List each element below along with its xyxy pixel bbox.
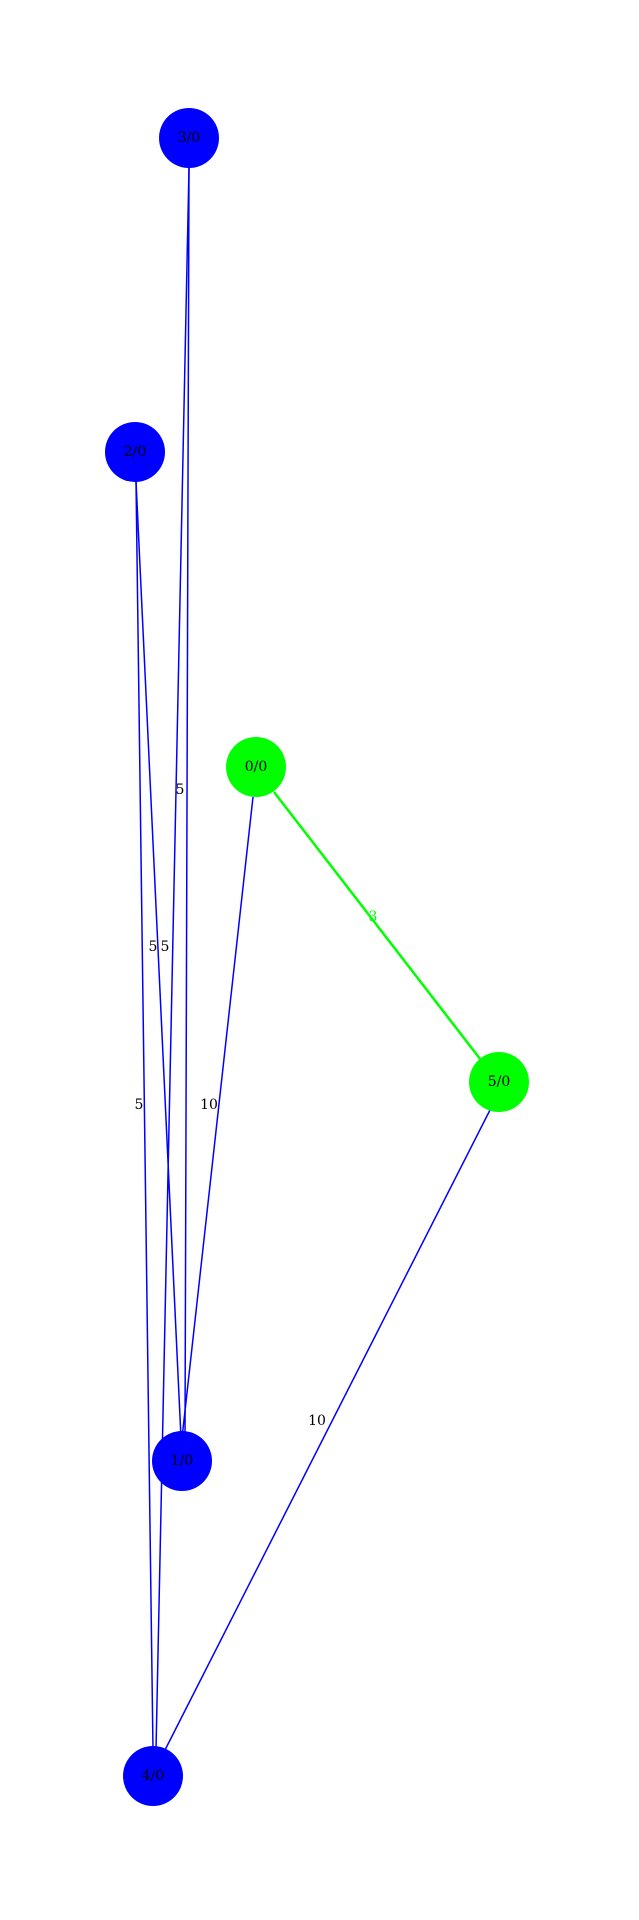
edge-3-1 xyxy=(184,167,190,1439)
node-2[interactable]: 2/0 xyxy=(105,422,165,482)
node-1[interactable]: 1/0 xyxy=(152,1431,212,1491)
edge-5-4 xyxy=(164,1109,491,1751)
nodes: 3/0 2/0 0/0 5/0 1/0 4/0 xyxy=(105,108,529,1806)
node-0-label: 0/0 xyxy=(245,759,268,775)
node-3[interactable]: 3/0 xyxy=(159,108,219,168)
node-5[interactable]: 5/0 xyxy=(469,1052,529,1112)
node-5-circle xyxy=(469,1052,529,1112)
node-4-label: 4/0 xyxy=(142,1768,165,1784)
node-0[interactable]: 0/0 xyxy=(226,737,286,797)
edge-0-1 xyxy=(181,796,254,1439)
node-2-circle xyxy=(105,422,165,482)
edge-label-3-4: 5 xyxy=(161,939,170,955)
node-1-circle xyxy=(152,1431,212,1491)
edge-label-2-4: 5 xyxy=(135,1097,144,1113)
node-0-circle xyxy=(226,737,286,797)
edge-label-5-4: 10 xyxy=(308,1413,326,1429)
edge-label-0-1: 10 xyxy=(200,1097,218,1113)
node-2-label: 2/0 xyxy=(124,444,147,460)
node-3-label: 3/0 xyxy=(178,130,201,146)
edge-labels: 5 5 5 5 10 10 3 xyxy=(135,782,378,1429)
edge-label-3-1: 5 xyxy=(176,782,185,798)
node-4-circle xyxy=(123,1746,183,1806)
node-3-circle xyxy=(159,108,219,168)
node-1-label: 1/0 xyxy=(171,1453,194,1469)
node-4[interactable]: 4/0 xyxy=(123,1746,183,1806)
edge-0-5 xyxy=(273,791,485,1065)
edge-2-4 xyxy=(135,480,154,1751)
edge-3-4 xyxy=(155,167,190,1751)
edge-label-2-1: 5 xyxy=(149,939,158,955)
edge-2-1 xyxy=(135,480,182,1439)
edge-label-0-5: 3 xyxy=(369,909,378,925)
edges xyxy=(135,167,491,1751)
node-5-label: 5/0 xyxy=(488,1074,511,1090)
